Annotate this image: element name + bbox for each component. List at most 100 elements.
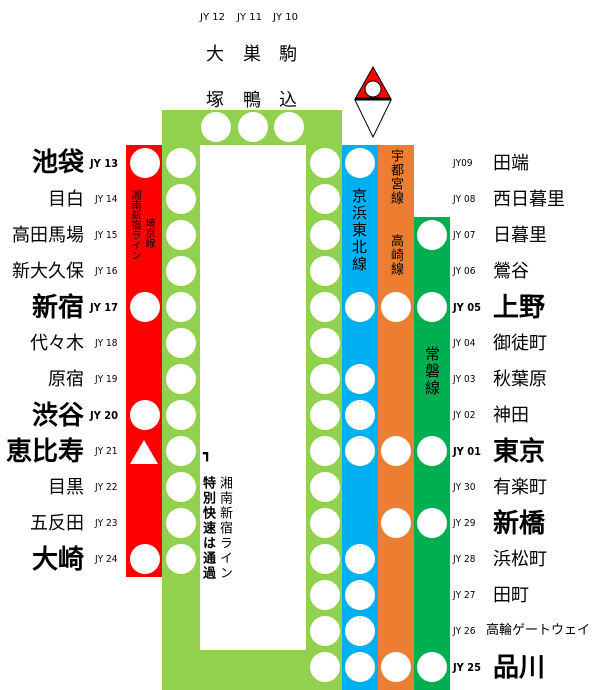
stop [166,292,196,322]
yamanote-loop-inner [200,145,306,650]
station-name-yoyogi: 代々木 [30,333,84,354]
station-name-osaki: 大崎 [31,545,84,575]
stop [310,616,340,646]
note-bracket-mark: ┓ [203,446,212,462]
station-code: JY 08 [453,194,476,205]
stop [345,652,375,682]
station-code: JY 22 [95,482,118,493]
stop [417,508,447,538]
station-code: JY 27 [453,590,476,601]
stop [345,292,375,322]
station-code: JY 12 [200,12,225,23]
stop [166,544,196,574]
stop [310,508,340,538]
station-name-harajuku: 原宿 [48,369,84,390]
station-name-shinagawa: 品川 [493,653,546,683]
stop [345,544,375,574]
station-name-shimbashi: 新橋 [493,509,546,539]
stop [345,400,375,430]
stop [310,364,340,394]
utsunomiya-takasaki-line-bar [378,145,414,690]
station-name-hamamatsucho: 浜松町 [493,549,547,570]
station-code: JY 15 [95,230,118,241]
stop [417,292,447,322]
stop [166,256,196,286]
stop-sugamo [238,112,268,142]
stop [310,580,340,610]
station-name-meguro: 目黒 [48,477,84,498]
station-name-akihabara: 秋葉原 [493,369,547,390]
station-code: JY 01 [453,445,482,458]
stop [417,652,447,682]
station-name: 込 [279,90,297,111]
station-code: JY 10 [273,12,298,23]
stop [417,436,447,466]
station-code: JY 25 [453,661,482,674]
stop [166,508,196,538]
station-name-yurakucho: 有楽町 [493,477,547,498]
stop [166,148,196,178]
station-code: JY 30 [453,482,476,493]
stop [381,652,411,682]
station-code: JY 21 [95,446,118,457]
stop-komagome [274,112,304,142]
station-code: JY 24 [95,554,118,565]
stop [310,400,340,430]
stop [310,220,340,250]
station-name: 駒 [279,44,297,65]
station-name-ebisu: 恵比寿 [5,437,84,467]
keihin-tohoku-line-label: 京浜東北線 [350,188,368,273]
stop [417,220,447,250]
special-rapid-pass-note: 特別快速は通過 [200,476,215,581]
station-name-shibuya: 渋谷 [31,401,84,431]
station-name-nippori: 日暮里 [493,225,547,246]
station-name: 巣 [243,44,261,65]
stop-ikebukuro-saikyo [130,148,160,178]
station-code: JY 29 [453,518,476,529]
stop [381,436,411,466]
station-code: JY 26 [453,626,476,637]
station-name-gotanda: 五反田 [30,513,84,534]
saikyo-shonan-line-bar [126,145,162,577]
stop [310,472,340,502]
station-name-tokyo: 東京 [493,437,546,467]
station-code: JY 04 [453,338,476,349]
stop [310,292,340,322]
station-code: JY 14 [95,194,118,205]
stop [310,544,340,574]
stop [310,184,340,214]
joban-line-label: 常磐線 [423,346,441,397]
stop [310,652,340,682]
station-code: JY 18 [95,338,118,349]
station-name: 塚 [206,90,224,111]
station-name-ikebukuro: 池袋 [31,148,84,178]
shonan-shinjuku-note: 湘南新宿ライン [217,476,232,581]
stop [345,364,375,394]
station-code: JY 02 [453,410,476,421]
stop [345,616,375,646]
station-name-tabata: 田端 [493,153,529,174]
stop [381,292,411,322]
station-name-okachimachi: 御徒町 [493,333,547,354]
stop [166,472,196,502]
stop-otsuka [201,112,231,142]
station-name-kanda: 神田 [493,405,529,426]
station-code: JY09 [453,158,473,169]
shonan-shinjuku-line-label: 湘南新宿ライン [129,190,140,260]
partial-stop-triangle-icon [130,440,158,464]
station-name-ueno: 上野 [493,293,546,323]
station-name: 大 [206,44,224,65]
station-name-uguisudani: 鶯谷 [493,261,529,282]
stop-shibuya-saikyo [130,400,160,430]
station-code: JY 19 [95,374,118,385]
stop-osaki-saikyo [130,544,160,574]
stop-shinjuku-saikyo [130,292,160,322]
stop [310,256,340,286]
station-code: JY 28 [453,554,476,565]
stop [345,436,375,466]
station-name-shin-okubo: 新大久保 [12,261,84,282]
jr-direction-marker-icon [354,65,392,138]
stop [166,184,196,214]
station-name-takadanobaba: 高田馬場 [12,225,84,246]
station-name-mejiro: 目白 [48,189,84,210]
